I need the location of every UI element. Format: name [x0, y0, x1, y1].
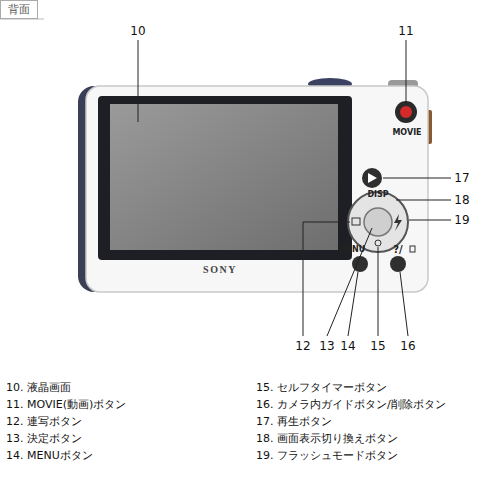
flash-icon: [394, 214, 402, 231]
leader-line: [383, 178, 451, 179]
playback-button: [362, 168, 382, 188]
playback-icon: [368, 173, 377, 183]
leader-line: [378, 247, 379, 336]
key-entry: 18. 画面表示切り換えボタン: [256, 432, 398, 445]
brand-logo: SONY: [203, 264, 237, 276]
callout-number: 19: [454, 213, 469, 227]
callout-number: 16: [400, 339, 415, 353]
screen-frame: [98, 96, 352, 260]
key-entry: 10. 液晶画面: [6, 381, 71, 394]
center-button: [364, 208, 392, 236]
movie-button: [400, 106, 412, 118]
leader-line: [348, 272, 358, 336]
key-entry: 14. MENUボタン: [6, 449, 93, 462]
callout-number: 15: [370, 339, 385, 353]
timer-icon: [375, 240, 381, 246]
leader-line: [303, 222, 350, 336]
callout-number: 14: [340, 339, 355, 353]
burst-icon: [352, 218, 360, 225]
button-label: MENU: [339, 245, 366, 255]
button-label: ?/: [393, 244, 402, 256]
key-entry: 19. フラッシュモードボタン: [256, 449, 398, 462]
camera-side: [78, 86, 428, 292]
callout-number: 10: [130, 24, 145, 38]
tab-box: 背面: [0, 0, 38, 19]
key-entry: 12. 連写ボタン: [6, 415, 82, 428]
tab-title: 背面: [8, 2, 30, 17]
leader-line: [406, 40, 407, 104]
trash-icon: [410, 246, 415, 252]
key-entry: 17. 再生ボタン: [256, 415, 332, 428]
callout-number: 11: [398, 24, 413, 38]
movie-button-ring: [395, 101, 417, 123]
key-entry: 13. 決定ボタン: [6, 432, 82, 445]
key-entry: 15. セルフタイマーボタン: [256, 381, 387, 394]
control-wheel: [348, 192, 408, 252]
callout-number: 13: [319, 339, 334, 353]
leader-line: [396, 200, 451, 201]
leader-line: [138, 40, 139, 122]
callout-number: 18: [454, 193, 469, 207]
callout-number: 12: [295, 339, 310, 353]
help-delete-button: [390, 256, 406, 272]
leader-line: [409, 220, 451, 221]
camera-body: [86, 86, 428, 292]
key-entry: 16. カメラ内ガイドボタン/削除ボタン: [256, 398, 446, 411]
button-label: MOVIE: [392, 128, 421, 138]
leader-line: [400, 272, 408, 336]
key-entry: 11. MOVIE(動画)ボタン: [6, 398, 126, 411]
button-label: DISP: [367, 190, 388, 200]
callout-number: 17: [454, 171, 469, 185]
lcd-screen: [110, 104, 338, 250]
leader-line: [327, 228, 372, 336]
